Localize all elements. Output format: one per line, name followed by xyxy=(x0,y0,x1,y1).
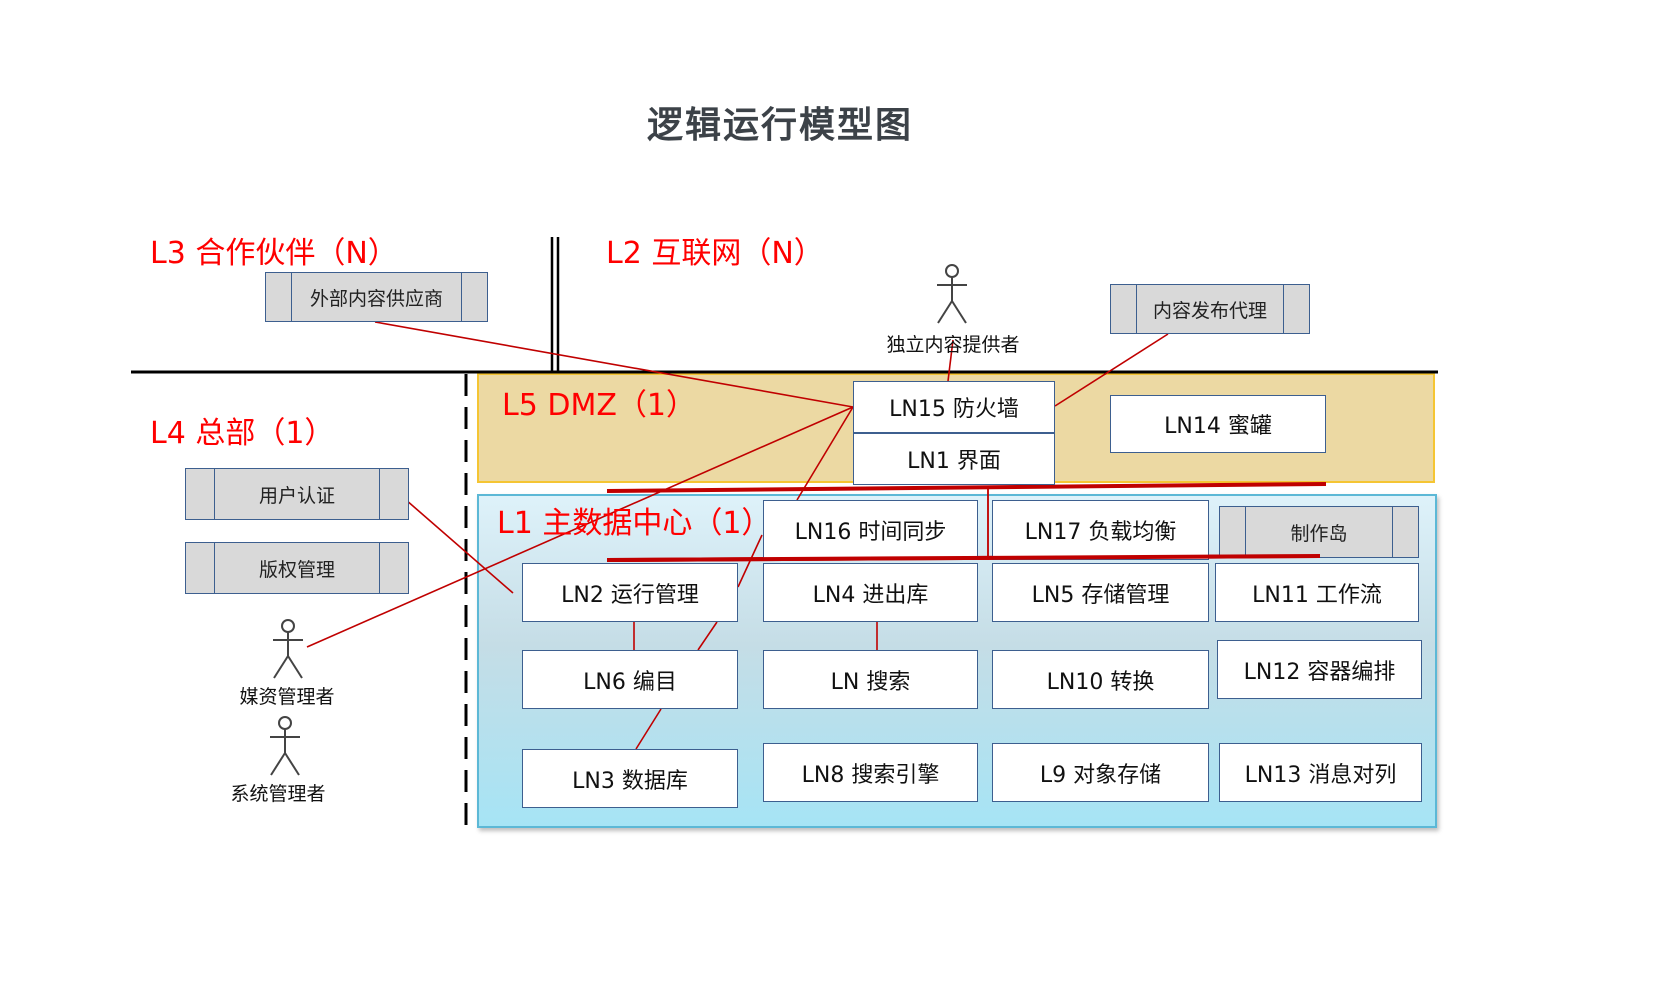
ext-side-left xyxy=(1111,285,1137,333)
ext-side-right xyxy=(1392,507,1418,557)
zone-label-l3-partner: L3 合作伙伴（N） xyxy=(150,236,398,271)
node-ln12-container-orchestration[interactable]: LN12 容器编排 xyxy=(1217,640,1422,699)
external-content-supplier[interactable]: 外部内容供应商 xyxy=(265,272,488,322)
ext-side-right xyxy=(379,469,408,519)
ext-side-left xyxy=(266,273,292,321)
ext-label: 用户认证 xyxy=(258,484,335,507)
node-ln4-ingest[interactable]: LN4 进出库 xyxy=(763,563,978,622)
ext-label: 内容发布代理 xyxy=(1152,299,1267,322)
actor-media-manager-icon xyxy=(273,619,303,679)
node-ln8-search-engine[interactable]: LN8 搜索引擎 xyxy=(763,743,978,802)
actor-independent-provider-icon xyxy=(937,264,967,324)
ext-side-left xyxy=(1220,507,1246,557)
zone-label-l5-dmz: L5 DMZ（1） xyxy=(502,388,696,423)
external-production-island[interactable]: 制作岛 xyxy=(1219,506,1419,558)
node-ln16-time-sync[interactable]: LN16 时间同步 xyxy=(763,500,978,560)
external-copyright-mgmt[interactable]: 版权管理 xyxy=(185,542,409,594)
actor-independent-provider-label: 独立内容提供者 xyxy=(886,334,1020,356)
node-ln5-storage-mgmt[interactable]: LN5 存储管理 xyxy=(992,563,1209,622)
node-ln2-ops-mgmt[interactable]: LN2 运行管理 xyxy=(522,563,738,622)
external-publish-agent[interactable]: 内容发布代理 xyxy=(1110,284,1310,334)
node-ln10-transcode[interactable]: LN10 转换 xyxy=(992,650,1209,709)
bus-line-dmz xyxy=(606,482,1327,493)
external-user-auth[interactable]: 用户认证 xyxy=(185,468,409,520)
node-ln3-database[interactable]: LN3 数据库 xyxy=(522,749,738,808)
actor-media-manager-label: 媒资管理者 xyxy=(239,686,335,708)
node-ln6-cataloging[interactable]: LN6 编目 xyxy=(522,650,738,709)
node-ln17-load-balancer[interactable]: LN17 负载均衡 xyxy=(992,500,1209,560)
ext-side-left xyxy=(186,469,215,519)
node-ln13-message-queue[interactable]: LN13 消息对列 xyxy=(1219,743,1422,802)
ext-side-right xyxy=(379,543,408,593)
ext-label: 版权管理 xyxy=(258,558,335,581)
ext-side-right xyxy=(1283,285,1309,333)
zone-label-l2-internet: L2 互联网（N） xyxy=(606,236,824,271)
ext-label: 外部内容供应商 xyxy=(309,287,443,310)
zone-label-l1-datacenter: L1 主数据中心（1） xyxy=(497,506,772,541)
ext-side-left xyxy=(186,543,215,593)
node-ln1-interface[interactable]: LN1 界面 xyxy=(853,433,1055,485)
ext-side-right xyxy=(461,273,487,321)
diagram-title: 逻辑运行模型图 xyxy=(646,105,913,146)
ext-label: 制作岛 xyxy=(1290,522,1348,545)
actor-system-admin-icon xyxy=(270,716,300,776)
node-ln-search[interactable]: LN 搜索 xyxy=(763,650,978,709)
node-ln15-firewall[interactable]: LN15 防火墙 xyxy=(853,381,1055,433)
node-l9-object-storage[interactable]: L9 对象存储 xyxy=(992,743,1209,802)
zone-label-l4-hq: L4 总部（1） xyxy=(150,416,335,451)
node-ln11-workflow[interactable]: LN11 工作流 xyxy=(1215,563,1419,622)
node-ln14-honeypot[interactable]: LN14 蜜罐 xyxy=(1110,395,1326,453)
actor-system-admin-label: 系统管理者 xyxy=(230,783,326,805)
